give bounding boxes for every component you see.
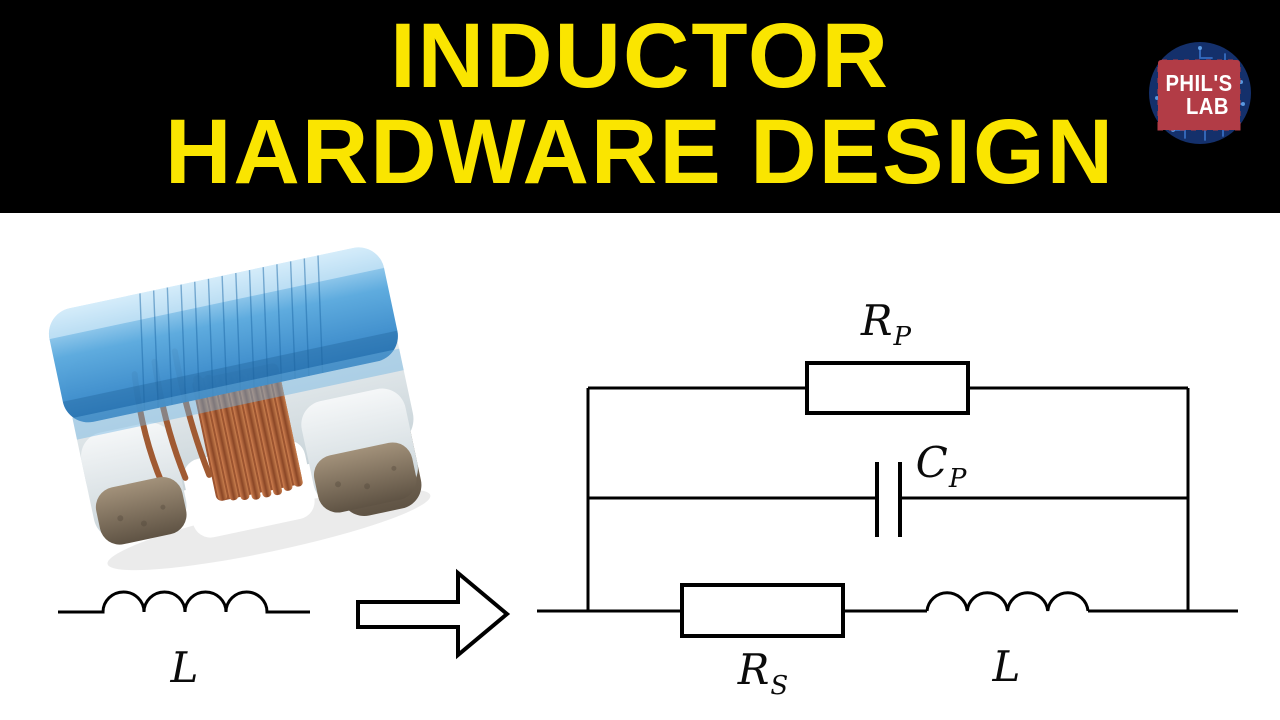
series-inductor-symbol [925, 591, 1090, 612]
label-parallel-capacitance: CP [915, 437, 967, 495]
equivalent-circuit [537, 361, 1238, 638]
arrow-icon [356, 568, 511, 660]
label-series-resistance: RS [737, 644, 789, 702]
inductor-photo [48, 242, 431, 571]
logo-text-line2: LAB [1185, 93, 1229, 119]
label-series-inductance: L [992, 641, 1021, 691]
logo-circle-icon [1149, 42, 1251, 144]
parallel-resistor-symbol [805, 361, 970, 415]
title-line-2: HARDWARE DESIGN [164, 101, 1116, 203]
series-resistor-symbol [680, 583, 845, 638]
logo-text: PHIL'S LAB [1163, 60, 1235, 130]
header-banner: INDUCTOR HARDWARE DESIGN [0, 0, 1280, 213]
title-line-1: INDUCTOR [390, 5, 890, 107]
capacitor-symbol [875, 462, 902, 537]
label-parallel-resistance: RP [860, 295, 912, 353]
phils-lab-logo: PHIL'S LAB [1145, 38, 1255, 148]
simple-inductor-symbol [58, 590, 310, 614]
logo-text-line1: PHIL'S [1165, 69, 1233, 96]
label-left-inductance: L [170, 642, 199, 692]
